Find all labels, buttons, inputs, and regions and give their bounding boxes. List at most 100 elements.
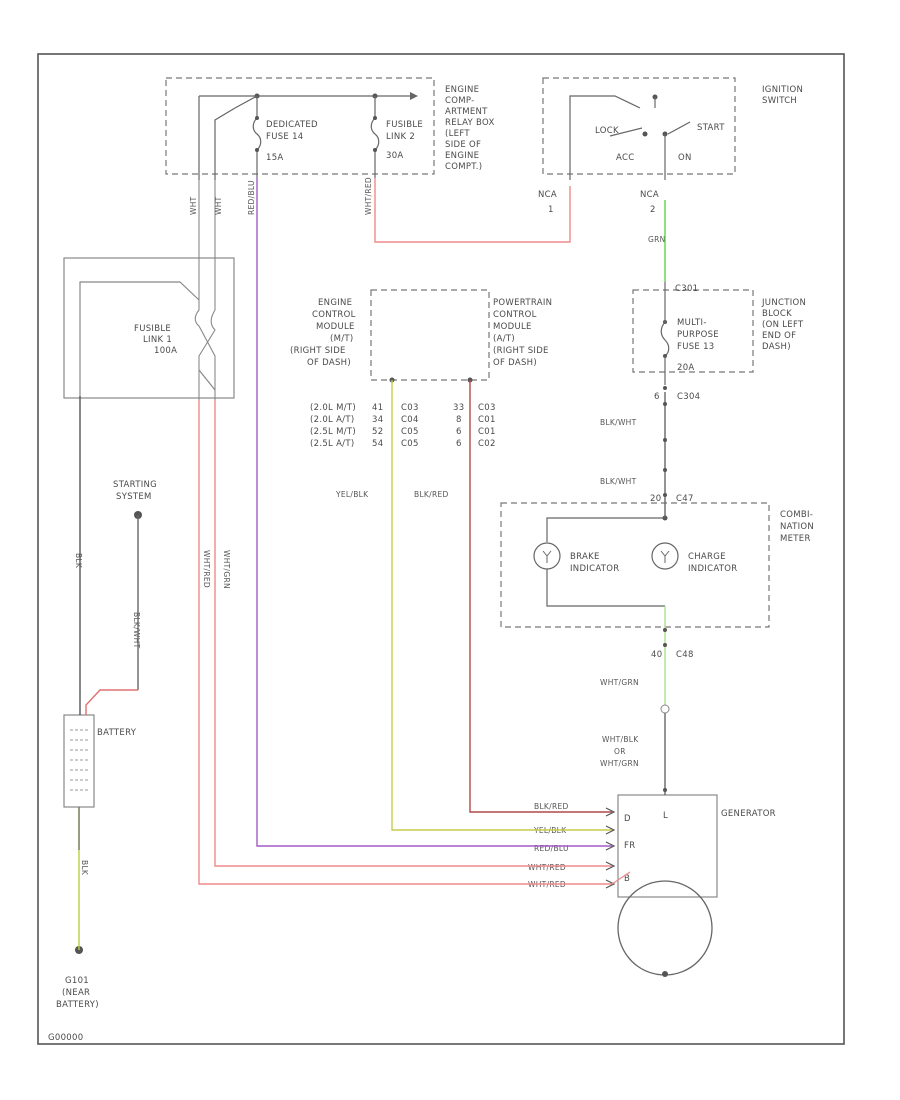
fusible-link-1-outline [63,257,235,399]
svg-text:41: 41 [372,403,383,413]
svg-text:POWERTRAIN: POWERTRAIN [493,298,552,308]
svg-text:STARTING: STARTING [113,480,157,490]
svg-text:MODULE: MODULE [493,322,532,332]
svg-text:LINK 2: LINK 2 [386,132,415,142]
svg-text:(RIGHT SIDE: (RIGHT SIDE [290,346,346,356]
svg-text:WHT/BLK: WHT/BLK [602,735,639,744]
svg-text:BLK/WHT: BLK/WHT [600,477,637,486]
svg-text:JUNCTION: JUNCTION [761,298,806,308]
diagram-frame [37,53,845,1045]
svg-text:8: 8 [456,415,462,425]
svg-text:G101: G101 [65,976,89,986]
svg-text:SWITCH: SWITCH [762,96,797,106]
fusible-link-1 [194,180,216,400]
svg-text:LINK 1: LINK 1 [143,335,172,345]
svg-text:OF DASH): OF DASH) [493,358,537,368]
svg-text:2: 2 [650,205,656,215]
svg-text:GRN: GRN [648,235,666,244]
svg-text:RED/BLU: RED/BLU [247,180,256,215]
svg-text:C03: C03 [401,403,419,413]
svg-text:BLOCK: BLOCK [762,309,792,319]
svg-text:33: 33 [453,403,464,413]
svg-text:C47: C47 [676,494,694,504]
svg-text:D: D [624,814,631,824]
svg-text:OR: OR [614,747,626,756]
svg-text:CHARGE: CHARGE [688,552,726,562]
ignition-switch-outline [542,77,736,175]
wire-fusible1-to-generator-b [214,400,612,867]
svg-text:6: 6 [456,427,462,437]
svg-text:CONTROL: CONTROL [312,310,356,320]
svg-text:INDICATOR: INDICATOR [688,564,738,574]
ground-g101-label: G101 (NEAR BATTERY) [56,976,99,1010]
svg-text:C01: C01 [478,427,496,437]
svg-text:BLK/RED: BLK/RED [414,490,449,499]
svg-text:C03: C03 [478,403,496,413]
svg-text:FR: FR [624,841,635,851]
svg-text:COMPT.): COMPT.) [445,162,482,172]
svg-text:FUSE 13: FUSE 13 [677,342,715,352]
svg-text:SYSTEM: SYSTEM [116,492,152,502]
relay-box-label: ENGINE COMP- ARTMENT RELAY BOX (LEFT SID… [445,85,494,172]
svg-text:20: 20 [650,494,661,504]
svg-text:BATTERY): BATTERY) [56,1000,99,1010]
svg-text:BLK: BLK [74,553,83,569]
svg-text:OF DASH): OF DASH) [307,358,351,368]
svg-text:G00000: G00000 [48,1033,83,1043]
svg-text:100A: 100A [154,346,177,356]
svg-text:54: 54 [372,439,383,449]
svg-text:FUSIBLE: FUSIBLE [134,324,171,334]
svg-text:ACC: ACC [616,153,634,163]
svg-text:BLK/RED: BLK/RED [534,802,569,811]
svg-text:WHT/GRN: WHT/GRN [600,759,639,768]
svg-text:(RIGHT SIDE: (RIGHT SIDE [493,346,549,356]
starting-system-label: STARTING SYSTEM [113,480,157,502]
pcm-label: POWERTRAIN CONTROL MODULE (A/T) (RIGHT S… [493,298,552,368]
svg-text:ON: ON [678,153,692,163]
junction-block-label: JUNCTION BLOCK (ON LEFT END OF DASH) [761,298,806,352]
ignition-switch-contacts [569,94,691,180]
svg-text:MULTI-: MULTI- [677,318,707,328]
svg-text:(2.0L A/T): (2.0L A/T) [310,415,354,425]
svg-text:40: 40 [651,650,662,660]
svg-text:(M/T): (M/T) [330,334,354,344]
svg-text:BLK/WHT: BLK/WHT [132,612,141,649]
svg-text:(2.0L M/T): (2.0L M/T) [310,403,356,413]
ecm-label: ENGINE CONTROL MODULE (M/T) (RIGHT SIDE … [290,298,356,368]
svg-text:C48: C48 [676,650,694,660]
svg-text:B: B [624,874,630,884]
svg-text:RED/BLU: RED/BLU [534,844,569,853]
svg-text:NCA: NCA [538,190,557,200]
svg-text:NATION: NATION [780,522,814,532]
svg-text:BATTERY: BATTERY [97,728,137,738]
combo-meter-label: COMBI- NATION METER [780,510,814,544]
svg-text:FUSE 14: FUSE 14 [266,132,304,142]
svg-text:FUSIBLE: FUSIBLE [386,120,423,130]
charge-indicator-lamp [651,542,679,570]
svg-text:SIDE OF: SIDE OF [445,140,481,150]
svg-text:ARTMENT: ARTMENT [445,107,488,117]
generator-symbol [617,880,713,976]
wire-fusible1-to-generator-a [198,400,612,885]
svg-text:WHT/GRN: WHT/GRN [222,550,231,589]
wire-fusible2-to-ignition [374,178,571,243]
svg-text:(NEAR: (NEAR [62,988,90,998]
svg-text:WHT/RED: WHT/RED [528,863,566,872]
svg-text:BLK: BLK [80,860,89,876]
svg-text:ENGINE: ENGINE [445,85,479,95]
battery [63,714,95,808]
svg-text:MODULE: MODULE [316,322,355,332]
svg-text:WHT/RED: WHT/RED [364,177,373,215]
svg-text:34: 34 [372,415,383,425]
svg-text:C301: C301 [675,284,698,294]
svg-text:(ON LEFT: (ON LEFT [762,320,804,330]
svg-text:NCA: NCA [640,190,659,200]
dedicated-fuse-14 [252,96,262,178]
svg-text:52: 52 [372,427,383,437]
wire-dedfuse-to-generator [256,178,612,847]
svg-text:C05: C05 [401,439,419,449]
svg-text:WHT/GRN: WHT/GRN [600,678,639,687]
svg-text:20A: 20A [677,363,695,373]
svg-text:C01: C01 [478,415,496,425]
